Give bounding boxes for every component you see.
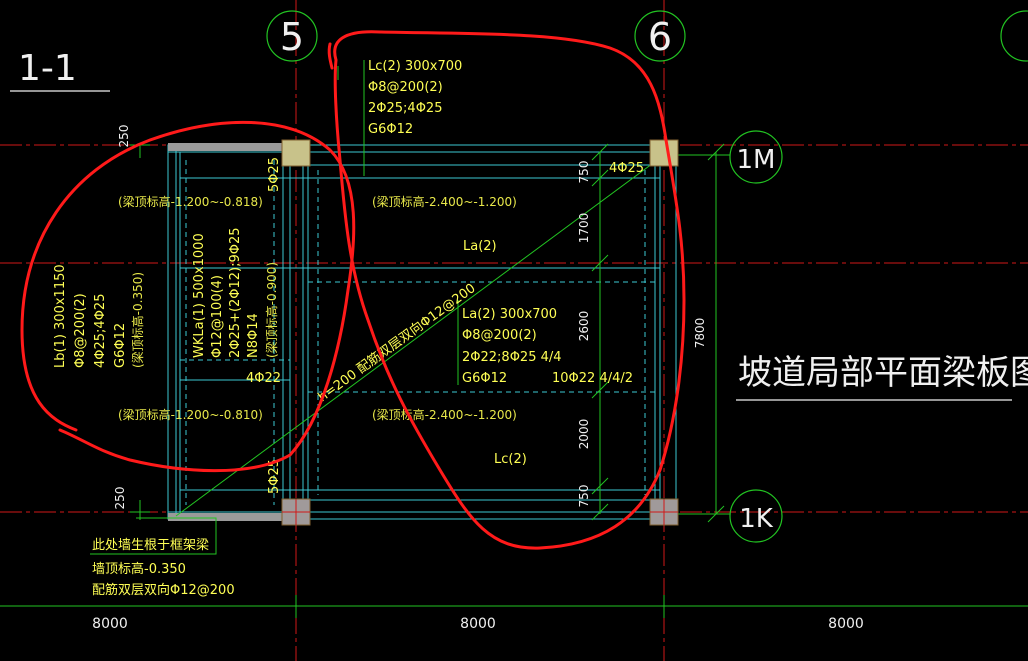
- lb-elev: (梁顶标高-0.350): [130, 272, 145, 368]
- dim-seg-1700: 1700: [577, 213, 591, 244]
- lc-top-side: G6Φ12: [368, 122, 413, 137]
- section-label: 1-1: [18, 48, 77, 89]
- la-longit: 2Φ22;8Φ25 4/4: [462, 350, 562, 365]
- dim-bay-right: 8000: [828, 616, 864, 632]
- axis-label-1M: 1M: [737, 145, 776, 175]
- annot-beam-la: La(2) 300x700 Φ8@200(2) 2Φ22;8Φ25 4/4 G6…: [457, 300, 633, 386]
- wall-note-line3: 配筋双层双向Φ12@200: [92, 582, 235, 598]
- annot-beam-lc-top: Lc(2) 300x700 Φ8@200(2) 2Φ25;4Φ25 G6Φ12: [337, 59, 462, 176]
- wkl-side: N8Φ14: [246, 313, 261, 358]
- ramp-diagonal: [175, 154, 665, 517]
- label-5phi25-top: 5Φ25: [267, 157, 282, 192]
- axis-bubble-partial: [1000, 10, 1028, 62]
- dim-left-250-bot: 250: [113, 487, 127, 510]
- dim-seg-750-top: 750: [577, 161, 591, 184]
- axis-bubble-1M: [729, 130, 783, 184]
- drawing-title: 坡道局部平面梁板图: [738, 353, 1028, 393]
- dim-bay-mid: 8000: [460, 616, 496, 632]
- dim-seg-2600: 2600: [577, 311, 591, 342]
- dim-seg-2000: 2000: [577, 419, 591, 450]
- columns: [281, 139, 679, 526]
- beam-hidden-lines: [180, 160, 655, 505]
- dim-bay-left: 8000: [92, 616, 128, 632]
- annot-beam-wkl: WKLa(1) 500x1000 Φ12@100(4) 2Φ25+(2Φ12);…: [192, 227, 279, 358]
- axis-label-1K: 1K: [739, 504, 774, 534]
- lb-side: G6Φ12: [113, 323, 128, 368]
- lc-top-longit: 2Φ25;4Φ25: [368, 101, 442, 116]
- lb-stirrup: Φ8@200(2): [73, 293, 88, 368]
- la-extra: 10Φ22 4/4/2: [552, 371, 633, 386]
- dim-left-250-top: 250: [117, 125, 131, 148]
- lb-name: Lb(1) 300x1150: [53, 264, 68, 368]
- la-name: La(2) 300x700: [462, 307, 557, 322]
- label-elev-left-top: (梁顶标高-1.200~-0.818): [118, 194, 263, 209]
- axis-label-6: 6: [648, 15, 672, 59]
- wkl-elev: (梁顶标高-0.900): [264, 262, 279, 358]
- label-5phi25-bot: 5Φ25: [267, 459, 282, 494]
- wall-note-line1: 此处墙生根于框架梁: [92, 538, 209, 553]
- label-elev-mid-top: (梁顶标高-2.400~-1.200): [372, 194, 517, 209]
- label-elev-mid-bot: (梁顶标高-2.400~-1.200): [372, 407, 517, 422]
- dimension-lines: [0, 144, 1028, 618]
- markup-loop-left: [20, 120, 356, 473]
- lc-top-name: Lc(2) 300x700: [368, 59, 462, 74]
- dimension-ticks: [591, 143, 725, 523]
- axis-bubble-5: [266, 10, 318, 62]
- label-4phi22: 4Φ22: [246, 371, 281, 386]
- label-lc2: Lc(2): [494, 452, 527, 467]
- axis-bubble-6: [634, 10, 686, 62]
- label-elev-left-bot: (梁顶标高-1.200~-0.810): [118, 407, 263, 422]
- label-4phi25: 4Φ25: [609, 161, 644, 176]
- markup-annotations: [20, 30, 686, 550]
- dim-seg-750-bot: 750: [577, 485, 591, 508]
- lc-top-stirrup: Φ8@200(2): [368, 80, 443, 95]
- dim-span-right: 7800: [693, 318, 707, 349]
- axis-bubbles: 5 6 1M 1K: [266, 10, 1028, 543]
- beam-outlines: [167, 144, 677, 520]
- markup-tick: [327, 42, 334, 70]
- wkl-longit: 2Φ25+(2Φ12);9Φ25: [228, 227, 243, 358]
- axis-label-5: 5: [280, 15, 304, 59]
- label-la2: La(2): [463, 239, 497, 254]
- annot-beam-lb: Lb(1) 300x1150 Φ8@200(2) 4Φ25;4Φ25 G6Φ12…: [53, 264, 145, 368]
- wkl-stirrup: Φ12@100(4): [210, 275, 225, 358]
- markup-loop-right: [333, 30, 686, 550]
- la-side: G6Φ12: [462, 371, 507, 386]
- wall-strip-top: [168, 143, 284, 151]
- wall-note-line2: 墙顶标高-0.350: [92, 561, 186, 577]
- axis-bubble-1K: [729, 489, 783, 543]
- wkl-name: WKLa(1) 500x1000: [192, 233, 207, 358]
- lb-longit: 4Φ25;4Φ25: [93, 294, 108, 368]
- wall-strip-bottom: [168, 513, 284, 521]
- annot-wall-note: 此处墙生根于框架梁 墙顶标高-0.350 配筋双层双向Φ12@200: [90, 517, 235, 598]
- la-stirrup: Φ8@200(2): [462, 328, 537, 343]
